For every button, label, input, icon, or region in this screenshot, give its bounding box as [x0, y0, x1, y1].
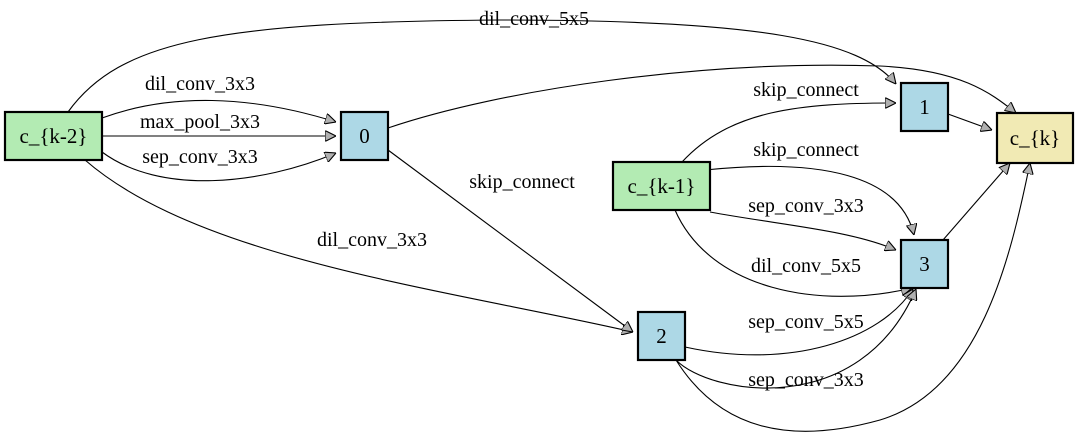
- edge-ck2-to-n0: [101, 151, 336, 182]
- edge-labels-layer: dil_conv_5x5 dil_conv_3x3 max_pool_3x3 sep_…: [140, 8, 864, 391]
- edge-label: sep_conv_5x5: [748, 311, 864, 333]
- edge-n2-to-ck: [675, 163, 1030, 432]
- edge-ck1-to-n3: [704, 165, 914, 235]
- edge-n0-to-ck: [387, 64, 1016, 129]
- edge-label: skip_connect: [753, 139, 859, 161]
- edge-label: skip_connect: [469, 171, 575, 193]
- node-n0: 0: [339, 110, 390, 162]
- edges-layer: [67, 19, 1030, 432]
- edge-ck2-to-n0: [101, 99, 336, 122]
- node-box: [611, 160, 712, 212]
- edge-label: sep_conv_3x3: [748, 369, 864, 391]
- node-ck1: c_{k-1}: [611, 160, 712, 212]
- edge-label: dil_conv_5x5: [479, 8, 589, 30]
- edge-n2-to-n3: [675, 289, 916, 389]
- node-box: [899, 81, 950, 133]
- node-label: c_{k}: [1010, 126, 1060, 150]
- node-box: [3, 110, 104, 162]
- node-label: c_{k-1}: [628, 174, 696, 198]
- nodes-layer: c_{k-2} c_{k-1} 0 1 2 3 c_{k}: [3, 81, 1075, 362]
- node-box: [995, 111, 1075, 165]
- edge-n2-to-n3: [684, 289, 913, 356]
- edge-label: dil_conv_5x5: [751, 255, 861, 277]
- node-box: [339, 110, 390, 162]
- edge-ck2-to-n1: [67, 19, 896, 113]
- edge-label: skip_connect: [753, 79, 859, 101]
- edge-label: sep_conv_3x3: [142, 146, 258, 168]
- edge-label: max_pool_3x3: [140, 111, 260, 133]
- node-box: [899, 238, 950, 290]
- node-label: 3: [919, 252, 930, 276]
- edge-n1-to-ck: [947, 113, 992, 130]
- node-box: [636, 310, 687, 362]
- node-n1: 1: [899, 81, 950, 133]
- edge-ck1-to-n3: [709, 211, 896, 250]
- node-n3: 3: [899, 238, 950, 290]
- edge-label: dil_conv_3x3: [317, 229, 427, 251]
- edge-ck1-to-n1: [681, 103, 896, 163]
- edge-ck2-to-n2: [84, 159, 633, 332]
- edge-ck1-to-n3: [674, 209, 912, 297]
- node-ck2: c_{k-2}: [3, 110, 104, 162]
- edge-n0-to-n2: [387, 149, 633, 332]
- edge-label: sep_conv_3x3: [748, 195, 864, 217]
- node-label: 1: [919, 95, 930, 119]
- node-ck: c_{k}: [995, 111, 1075, 165]
- edge-label: dil_conv_3x3: [145, 73, 255, 95]
- node-label: 2: [656, 324, 667, 348]
- node-label: c_{k-2}: [20, 124, 88, 148]
- node-n2: 2: [636, 310, 687, 362]
- edge-n3-to-ck: [942, 163, 1010, 241]
- node-label: 0: [359, 124, 370, 148]
